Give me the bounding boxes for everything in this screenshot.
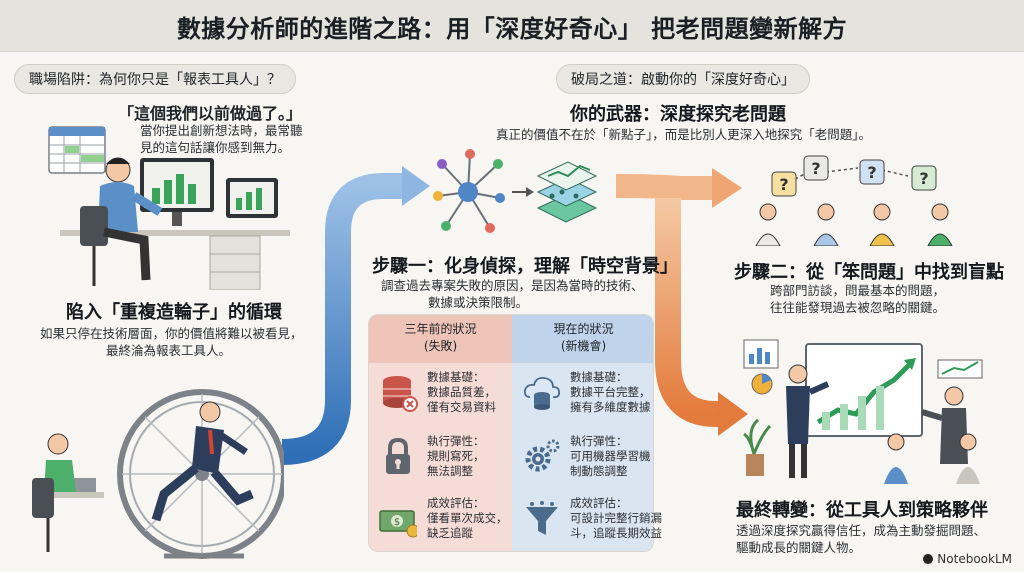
- quote-text: 「這個我們以前做過了。」: [118, 104, 303, 123]
- past-row3-line1: 成效評估：: [427, 496, 485, 510]
- now-header-title: 現在的狀況: [553, 322, 614, 336]
- notebooklm-logo-icon: [923, 554, 934, 564]
- trap-desc-line2: 最終淪為報表工具人。: [106, 343, 232, 358]
- past-row1-line1: 數據基礎：: [427, 370, 485, 384]
- orange-flow-arrow-bottom: [655, 198, 748, 436]
- right-section-pill: 破局之道：啟動你的「深度好奇心」: [556, 64, 810, 94]
- notebooklm-logo-text: NotebookLM: [937, 552, 1012, 566]
- blue-flow-arrow: [281, 166, 430, 465]
- now-row2-line1: 執行彈性：: [570, 434, 628, 448]
- step2-desc-line2: 往往能發現過去被忽略的關鍵。: [770, 300, 946, 315]
- step2-desc-line1: 跨部門訪談，問最基本的問題，: [770, 283, 946, 298]
- trap-desc-line1: 如果只停在技術層面，你的價值將難以被看見，: [40, 326, 303, 341]
- past-row1-line2: 數據品質差，: [427, 385, 496, 399]
- page-title: 數據分析師的進階之路：用「深度好奇心」 把老問題變新解方: [176, 15, 848, 43]
- trap-heading: 陷入「重複造輪子」的循環: [66, 302, 282, 323]
- now-column: 現在的狀況 (新機會): [512, 315, 653, 551]
- past-row2-line1: 執行彈性：: [427, 434, 485, 448]
- final-desc-line2: 驅動成長的關鍵人物。: [736, 540, 862, 555]
- funnel-icon: [526, 501, 558, 535]
- now-row3-line2: 可設計完整行銷漏: [570, 511, 662, 525]
- step1-desc-line1: 調查過去專案失敗的原因，是因為當時的技術、: [381, 278, 644, 293]
- now-row3-line3: 斗，追蹤長期效益: [570, 526, 662, 540]
- lock-icon: [386, 437, 410, 474]
- past-row3-line3: 缺乏追蹤: [427, 526, 473, 540]
- svg-text:?: ?: [779, 175, 788, 194]
- past-row2-line2: 規則寫死，: [427, 449, 485, 463]
- now-row1-line1: 數據基礎：: [570, 370, 628, 384]
- now-column-header: 現在的狀況 (新機會): [512, 315, 653, 363]
- step2-heading: 步驟二：從「笨問題」中找到盲點: [734, 262, 1004, 283]
- desk-worker-illustration: [60, 157, 290, 290]
- weapon-heading: 你的武器：深度探究老問題: [570, 104, 786, 125]
- now-row3-line1: 成效評估：: [570, 496, 628, 510]
- past-header-title: 三年前的狀況: [404, 322, 477, 336]
- final-heading: 最終轉變：從工具人到策略夥伴: [736, 500, 988, 521]
- past-column-header: 三年前的狀況 (失敗): [369, 315, 512, 363]
- svg-text:?: ?: [919, 169, 928, 188]
- past-row1-line3: 僅有交易資料: [427, 400, 496, 414]
- hamster-wheel-illustration: [32, 389, 284, 559]
- comparison-table: 三年前的狀況 (失敗) 現在的狀況 (新機會): [368, 314, 654, 552]
- now-row1-line2: 數據平台完整，: [570, 385, 651, 399]
- step1-desc-line2: 數據或決策限制。: [428, 295, 529, 310]
- past-row3-line2: 僅看單次成交，: [427, 511, 508, 525]
- network-to-layers-icon: [433, 149, 598, 233]
- cloud-database-icon: [523, 376, 561, 410]
- money-icon: $: [379, 510, 417, 538]
- team-questions-illustration: ? ? ? ?: [755, 155, 953, 246]
- presentation-illustration: [743, 339, 983, 484]
- gears-icon: [525, 439, 560, 472]
- weapon-desc: 真正的價值不在於「新點子」，而是比別人更深入地探究「老問題」。: [496, 127, 872, 142]
- step1-heading: 步驟一：化身偵探，理解「時空背景」: [372, 256, 678, 277]
- title-bar: [0, 0, 1024, 52]
- now-row2-line2: 可用機器學習機: [570, 449, 651, 463]
- now-header-sub: (新機會): [560, 339, 607, 353]
- now-row1-line3: 擁有多維度數據: [570, 400, 651, 414]
- past-header-sub: (失敗): [423, 339, 458, 353]
- svg-text:?: ?: [811, 159, 820, 178]
- spreadsheet-icon: [48, 126, 106, 174]
- orange-flow-arrow-top: [615, 168, 742, 208]
- svg-text:$: $: [394, 517, 400, 528]
- final-desc-line1: 透過深度探究贏得信任，成為主動發掘問題、: [736, 523, 987, 538]
- now-row2-line3: 制動態調整: [570, 464, 628, 478]
- svg-text:?: ?: [867, 163, 876, 182]
- notebooklm-logo: NotebookLM: [923, 552, 1012, 566]
- quote-desc-line2: 見的這句話讓你感到無力。: [140, 140, 291, 155]
- past-row2-line3: 無法調整: [427, 464, 473, 478]
- quote-desc-line1: 當你提出創新想法時，最常聽: [140, 123, 303, 138]
- database-error-icon: [383, 376, 418, 412]
- left-section-pill: 職場陷阱：為何你只是「報表工具人」？: [14, 64, 296, 94]
